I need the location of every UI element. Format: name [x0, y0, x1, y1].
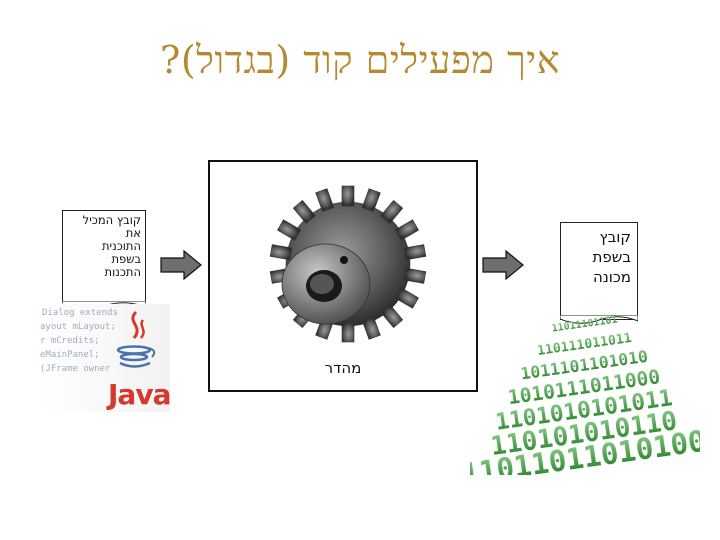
- compiler-box: מהדר: [208, 160, 478, 392]
- code-snippet: r mCredits;: [40, 336, 100, 346]
- machine-note-line: מכונה: [567, 267, 631, 287]
- machine-note-line: קובץ: [567, 227, 631, 247]
- source-file-note: קובץ המכיל את התוכנית בשפת התכנות: [62, 210, 146, 306]
- java-wordmark: Java: [108, 378, 170, 411]
- code-snippet: Dialog extends: [42, 308, 118, 318]
- arrow-right-icon: [160, 250, 202, 280]
- java-cup-icon: [112, 310, 162, 376]
- binary-code-image: 1101110110111011101101110111011010101010…: [470, 305, 700, 475]
- gear-icon: [256, 180, 432, 356]
- code-snippet: eMainPanel;: [40, 350, 100, 360]
- source-note-line: התכנות: [67, 266, 141, 279]
- arrow-right-icon: [482, 250, 524, 280]
- java-source-image: Dialog extends ayout mLayout; r mCredits…: [40, 304, 170, 412]
- compiler-label: מהדר: [210, 359, 476, 377]
- binary-row: 11011101101: [551, 314, 618, 334]
- slide-title: איך מפעילים קוד (בגדול)?: [0, 38, 720, 83]
- machine-note-line: בשפת: [567, 247, 631, 267]
- code-snippet: (JFrame owner: [40, 364, 110, 374]
- code-snippet: ayout mLayout;: [40, 322, 116, 332]
